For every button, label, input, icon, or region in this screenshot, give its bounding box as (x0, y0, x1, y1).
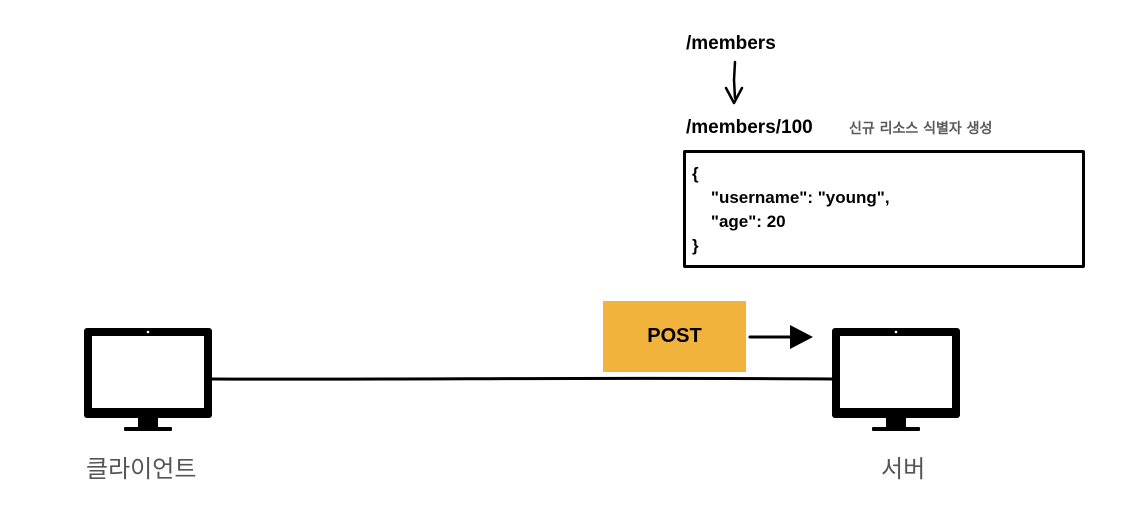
new-resource-path: /members/100 (686, 117, 813, 138)
json-line: } (692, 236, 699, 255)
right-arrow (748, 325, 813, 349)
server-label: 서버 (881, 455, 926, 483)
client-monitor-icon (84, 328, 212, 431)
collection-path: /members (686, 33, 776, 54)
request-body-box: { "username": "young", "age": 20 } (683, 150, 1085, 268)
client-label: 클라이언트 (86, 455, 197, 483)
json-line: "username": "young", (692, 188, 890, 207)
new-resource-note: 신규 리소스 식별자 생성 (849, 121, 993, 137)
down-arrow (724, 60, 744, 105)
http-method-label: POST (647, 325, 702, 347)
json-line: "age": 20 (692, 212, 786, 231)
http-method-box: POST (603, 301, 746, 372)
json-line: { (692, 164, 699, 183)
connection-line (210, 376, 834, 381)
server-monitor-icon (832, 328, 960, 431)
